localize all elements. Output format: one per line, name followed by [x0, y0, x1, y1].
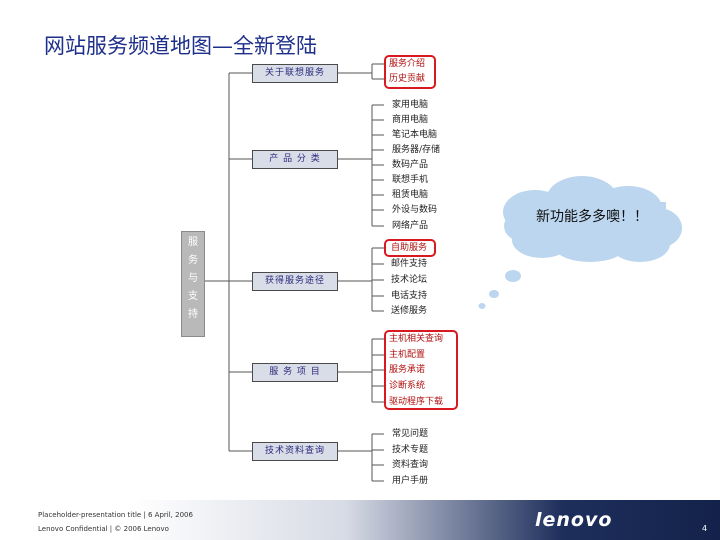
leaf-item[interactable]: 服务器/存储 — [392, 145, 441, 155]
leaf-item[interactable]: 服务承诺 — [389, 365, 426, 375]
leaf-item[interactable]: 技术专题 — [392, 445, 429, 455]
callout-cloud — [478, 176, 682, 309]
leaf-item[interactable]: 主机配置 — [389, 350, 426, 360]
category-service-items[interactable]: 服 务 项 目 — [252, 363, 338, 382]
leaf-item[interactable]: 资料查询 — [392, 460, 429, 470]
leaf-item[interactable]: 电话支持 — [391, 291, 428, 301]
leaf-item[interactable]: 商用电脑 — [392, 115, 429, 125]
leaf-item[interactable]: 技术论坛 — [391, 275, 428, 285]
root-char: 服 — [188, 237, 198, 248]
root-char: 持 — [188, 309, 198, 320]
leaf-item[interactable]: 联想手机 — [392, 175, 429, 185]
root-char: 与 — [188, 273, 198, 284]
page-title: 网站服务频道地图—全新登陆 — [44, 34, 317, 58]
category-products[interactable]: 产 品 分 类 — [252, 150, 338, 169]
category-about-service[interactable]: 关于联想服务 — [252, 64, 338, 83]
leaf-item[interactable]: 租赁电脑 — [392, 190, 429, 200]
leaf-item[interactable]: 诊断系统 — [389, 381, 426, 391]
page-number: 4 — [702, 524, 708, 533]
tree-root-service-support[interactable]: 服 务 与 支 持 — [181, 231, 205, 337]
highlight-box-about — [384, 55, 436, 89]
leaf-item[interactable]: 主机相关查询 — [389, 334, 444, 344]
leaf-item[interactable]: 网络产品 — [392, 221, 429, 231]
lenovo-logo: lenovo — [535, 509, 613, 531]
callout-text: 新功能多多噢！！ — [536, 209, 648, 225]
leaf-item[interactable]: 外设与数码 — [392, 205, 438, 215]
leaf-item[interactable]: 自助服务 — [391, 243, 428, 253]
leaf-item[interactable]: 邮件支持 — [391, 259, 428, 269]
leaf-item[interactable]: 笔记本电脑 — [392, 130, 438, 140]
leaf-item[interactable]: 服务介绍 — [389, 59, 426, 69]
leaf-item[interactable]: 数码产品 — [392, 160, 429, 170]
leaf-item[interactable]: 送修服务 — [391, 306, 428, 316]
highlight-box-self-service — [384, 239, 436, 257]
root-char: 务 — [188, 255, 198, 266]
leaf-item[interactable]: 驱动程序下载 — [389, 397, 444, 407]
leaf-item[interactable]: 历史贡献 — [389, 74, 426, 84]
leaf-item[interactable]: 家用电脑 — [392, 100, 429, 110]
highlight-box-service-items — [384, 330, 458, 410]
footer-presentation-title: Placeholder-presentation title | 6 April… — [38, 511, 193, 519]
footer-confidential: Lenovo Confidential | © 2006 Lenovo — [38, 525, 169, 533]
category-service-channels[interactable]: 获得服务途径 — [252, 272, 338, 291]
root-char: 支 — [188, 291, 198, 302]
leaf-item[interactable]: 用户手册 — [392, 476, 429, 486]
footer-bar — [0, 500, 720, 540]
category-tech-docs[interactable]: 技术资料查询 — [252, 442, 338, 461]
leaf-item[interactable]: 常见问题 — [392, 429, 429, 439]
